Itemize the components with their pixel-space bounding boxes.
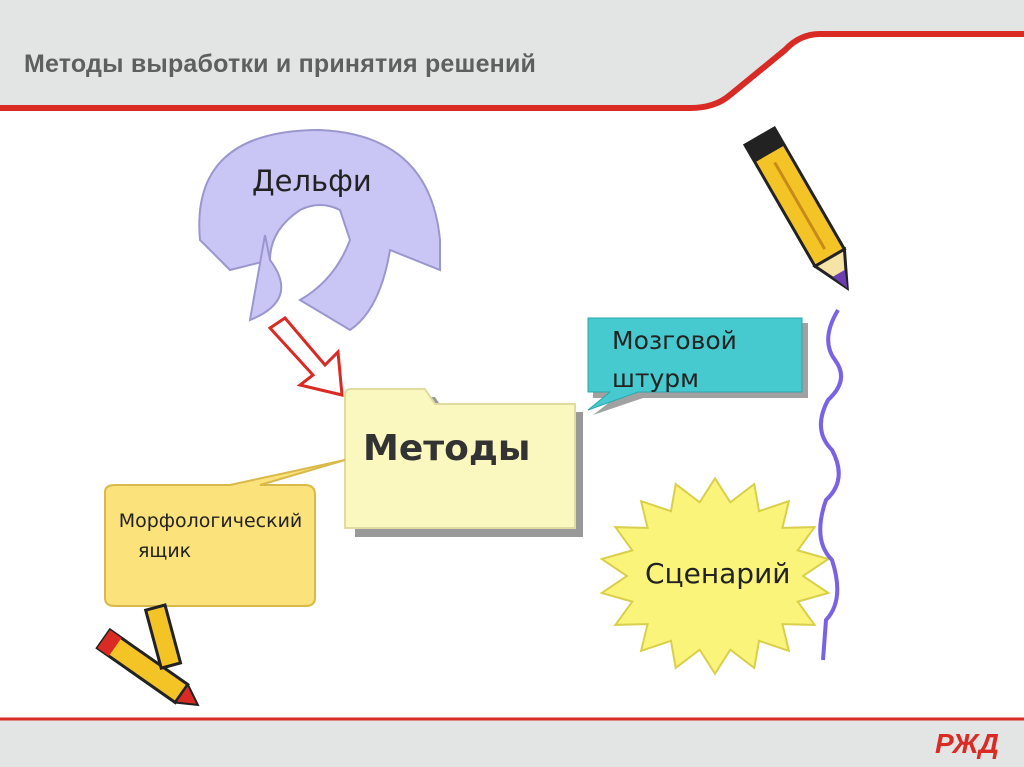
center-methods-label: Методы [363, 428, 531, 469]
morph-label-2: ящик [138, 540, 192, 562]
folder-shape [344, 388, 583, 537]
scenario-label: Сценарий [645, 557, 791, 590]
brainstorm-label-2: штурм [612, 364, 699, 393]
delphi-label: Дельфи [252, 164, 372, 198]
scenario-star-shape [599, 476, 831, 676]
brainstorm-label-1: Мозговой [612, 326, 737, 355]
crayon-icon-2 [143, 603, 183, 670]
morph-label-1: Морфологический [118, 510, 303, 532]
rzd-logo: РЖД [935, 728, 999, 759]
red-arrow-icon [267, 316, 344, 397]
crayon-icon [95, 627, 200, 707]
brainstorm-callout [587, 317, 803, 411]
slide-title: Методы выработки и принятия решений [24, 50, 537, 78]
header-red-line [0, 31, 1024, 111]
morph-callout [104, 459, 346, 607]
footer-band [0, 720, 1024, 767]
pencil-icon [742, 125, 849, 292]
squiggle-line [818, 308, 844, 661]
delphi-cycle-shape [198, 128, 441, 332]
header-band [0, 0, 1024, 108]
